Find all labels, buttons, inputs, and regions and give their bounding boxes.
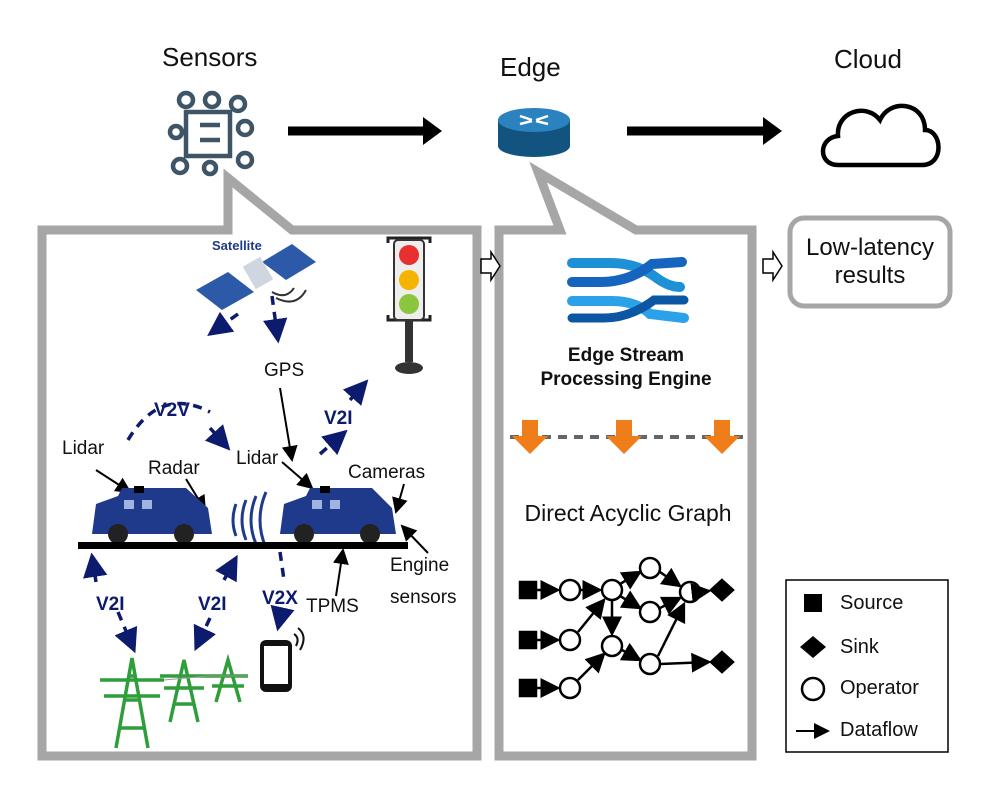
v2v-label: V2V xyxy=(154,400,190,421)
v2i-left-label: V2I xyxy=(96,594,125,615)
panel-arrow-2 xyxy=(762,249,783,283)
legend-dataflow-label: Dataflow xyxy=(840,719,918,741)
header-sensors: Sensors xyxy=(162,42,258,72)
radar-label: Radar xyxy=(148,458,200,479)
car-left-icon xyxy=(92,486,212,544)
cloud-icon xyxy=(820,103,941,168)
lidar-left-label: Lidar xyxy=(62,438,105,459)
header-edge: Edge xyxy=(500,52,561,82)
traffic-light-icon xyxy=(386,236,432,374)
power-tower-icon xyxy=(100,653,248,749)
car-right-icon xyxy=(280,486,396,544)
v2i-top-label: V2I xyxy=(324,408,353,429)
dag-title: Direct Acyclic Graph xyxy=(524,500,732,526)
circuit-icon xyxy=(167,90,255,177)
engine-sensors-label-1: Engine xyxy=(390,555,450,576)
satellite-label: Satellite xyxy=(212,238,262,253)
engine-logo-icon xyxy=(567,257,689,323)
edge-panel xyxy=(494,161,757,761)
engine-title: Edge Stream Processing Engine xyxy=(506,344,746,392)
result-line-2: results xyxy=(834,262,906,289)
engine-line-1: Edge Stream xyxy=(567,345,685,366)
dag-graph xyxy=(518,556,735,700)
source-icon xyxy=(804,594,822,612)
panel-arrow-1 xyxy=(480,249,501,283)
phone-icon xyxy=(260,627,305,692)
legend-sink-label: Sink xyxy=(840,636,879,658)
result-line-1: Low-latency xyxy=(805,234,935,261)
lidar-right-label: Lidar xyxy=(236,448,279,469)
tpms-label: TPMS xyxy=(306,596,359,617)
result-text: Low-latency results xyxy=(790,234,950,290)
engine-sensors-label-2: sensors xyxy=(390,587,457,608)
orange-arrow-icon xyxy=(512,420,740,454)
radar-wave-icon xyxy=(231,491,268,549)
sink-icon xyxy=(800,636,826,658)
router-icon xyxy=(498,108,570,157)
operator-icon xyxy=(800,676,826,702)
gps-label: GPS xyxy=(264,360,305,381)
cameras-label: Cameras xyxy=(348,462,426,483)
result-box xyxy=(787,215,953,309)
header-cloud: Cloud xyxy=(834,44,902,74)
legend-source-label: Source xyxy=(840,592,904,614)
legend-operator-label: Operator xyxy=(840,677,919,699)
v2i-mid-label: V2I xyxy=(198,594,227,615)
satellite-icon xyxy=(196,244,316,310)
engine-line-2: Processing Engine xyxy=(540,369,712,390)
sensors-panel xyxy=(37,168,482,761)
v2x-label: V2X xyxy=(262,588,298,609)
road xyxy=(78,542,408,549)
